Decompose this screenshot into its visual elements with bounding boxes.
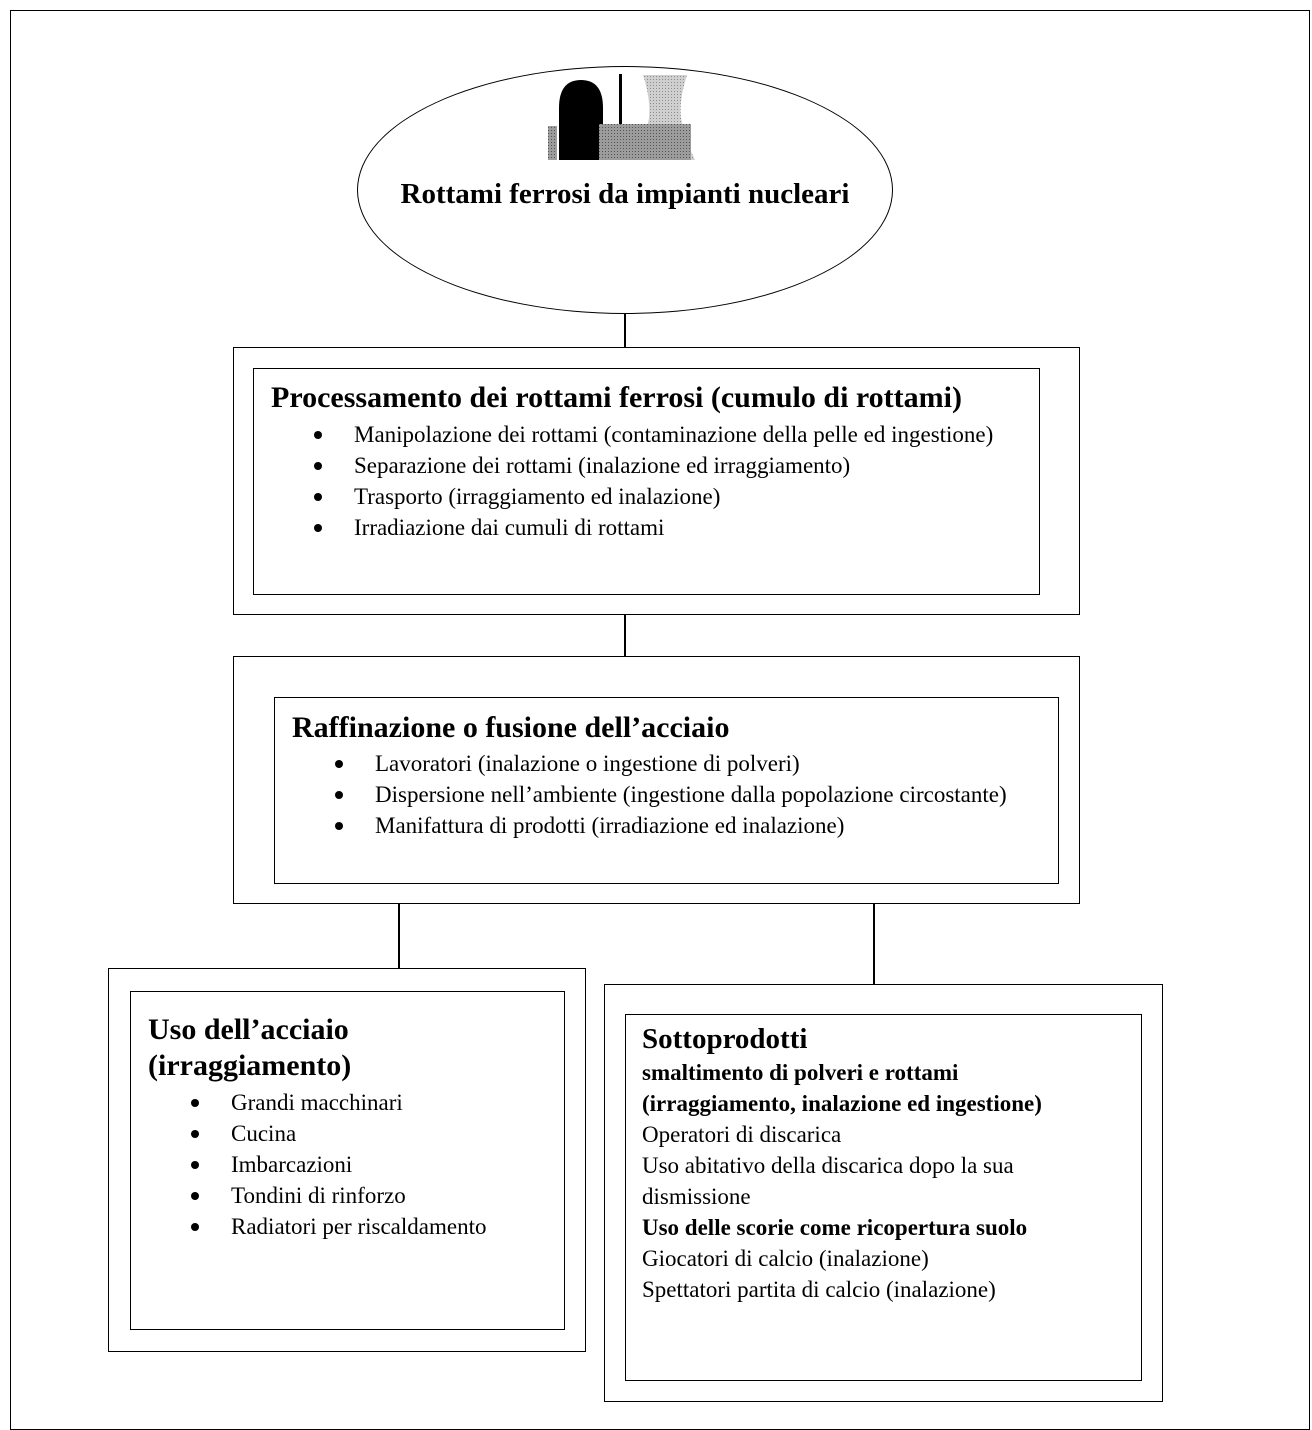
steel-use-inner-box: Uso dell’acciaio (irraggiamento) Grandi … xyxy=(130,991,565,1330)
list-item: Manipolazione dei rottami (contaminazion… xyxy=(314,419,1014,450)
connector-ellipse-processing xyxy=(624,313,626,347)
byproducts-section2-title: Uso delle scorie come ricopertura suolo xyxy=(642,1215,1028,1240)
byproducts-section1-subtitle: (irraggiamento, inalazione ed ingestione… xyxy=(642,1091,1042,1116)
steel-use-box xyxy=(108,968,586,1352)
list-item: Separazione dei rottami (inalazione ed i… xyxy=(314,450,1014,481)
processing-inner-box: Processamento dei rottami ferrosi (cumul… xyxy=(253,368,1040,595)
list-item: Giocatori di calcio (inalazione) xyxy=(642,1246,929,1271)
processing-title: Processamento dei rottami ferrosi (cumul… xyxy=(271,381,962,414)
refining-title: Raffinazione o fusione dell’acciaio xyxy=(292,711,730,744)
list-item: Tondini di rinforzo xyxy=(191,1180,551,1211)
nuclear-power-plant-icon xyxy=(548,74,695,160)
steel-use-title-line1: Uso dell’acciaio xyxy=(148,1013,349,1046)
processing-box xyxy=(233,347,1080,615)
steel-use-list: Grandi macchinari Cucina Imbarcazioni To… xyxy=(191,1087,551,1242)
list-item: Cucina xyxy=(191,1118,551,1149)
byproducts-title: Sottoprodotti xyxy=(642,1023,808,1055)
refining-inner-box: Raffinazione o fusione dell’acciaio Lavo… xyxy=(274,697,1059,884)
list-item: Trasporto (irraggiamento ed inalazione) xyxy=(314,481,1014,512)
list-item: Lavoratori (inalazione o ingestione di p… xyxy=(335,748,1015,779)
source-ellipse xyxy=(357,66,893,314)
steel-use-title-line2: (irraggiamento) xyxy=(148,1049,352,1082)
list-item: Radiatori per riscaldamento xyxy=(191,1211,551,1242)
refining-list: Lavoratori (inalazione o ingestione di p… xyxy=(335,748,1015,841)
connector-refining-steel-use xyxy=(398,903,400,969)
connector-refining-byproducts xyxy=(873,903,875,985)
source-title: Rottami ferrosi da impianti nucleari xyxy=(400,178,850,210)
list-item: Operatori di discarica xyxy=(642,1122,842,1147)
list-item: Imbarcazioni xyxy=(191,1149,551,1180)
processing-list: Manipolazione dei rottami (contaminazion… xyxy=(314,419,1014,543)
list-item: Spettatori partita di calcio (inalazione… xyxy=(642,1277,996,1302)
byproducts-section1-title: smaltimento di polveri e rottami xyxy=(642,1060,959,1085)
byproducts-box xyxy=(604,984,1163,1402)
list-item: Dispersione nell’ambiente (ingestione da… xyxy=(335,779,1015,810)
byproducts-inner-box: Sottoprodotti smaltimento di polveri e r… xyxy=(625,1014,1142,1381)
list-item: Uso abitativo della discarica dopo la su… xyxy=(642,1153,1014,1209)
connector-processing-refining xyxy=(624,614,626,656)
list-item: Irradiazione dai cumuli di rottami xyxy=(314,512,1014,543)
list-item: Manifattura di prodotti (irradiazione ed… xyxy=(335,810,1015,841)
list-item: Grandi macchinari xyxy=(191,1087,551,1118)
